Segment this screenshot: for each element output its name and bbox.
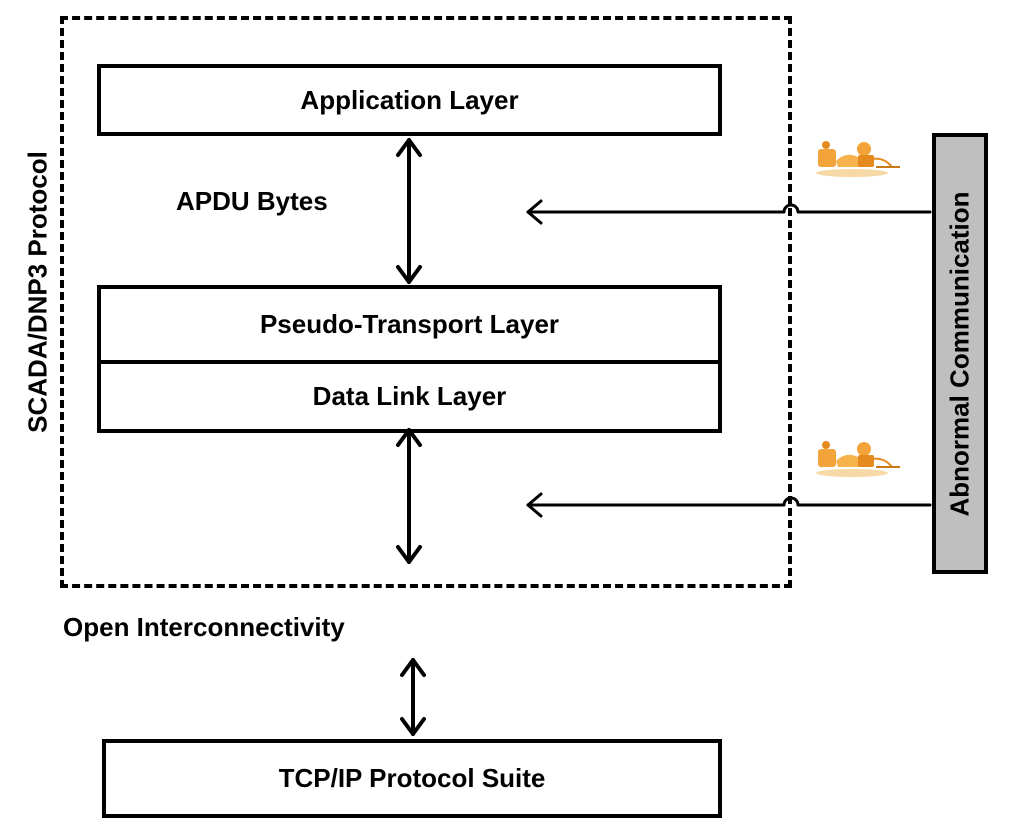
application-layer-label: Application Layer (300, 84, 519, 115)
scada-dnp3-boundary (60, 16, 792, 588)
data-link-layer-label: Data Link Layer (312, 381, 507, 411)
data-link-layer-box: Data Link Layer (101, 364, 718, 429)
double-arrow-app-transport (396, 138, 422, 284)
double-arrow-datalink-down (396, 428, 422, 564)
double-arrow-tcpip (400, 658, 426, 736)
attacker-icon (816, 441, 900, 477)
abnormal-arrow-top (526, 199, 932, 225)
abnormal-arrow-bottom (526, 492, 932, 518)
transport-datalink-group: Pseudo-Transport Layer Data Link Layer (97, 285, 722, 433)
open-interconnectivity-label: Open Interconnectivity (63, 612, 345, 642)
pseudo-transport-layer-box: Pseudo-Transport Layer (101, 289, 718, 364)
tcpip-suite-label: TCP/IP Protocol Suite (278, 763, 546, 793)
attacker-icon (816, 141, 900, 177)
tcpip-suite-box: TCP/IP Protocol Suite (102, 739, 722, 818)
abnormal-communication-box: Abnormal Communication (932, 133, 988, 574)
apdu-bytes-label: APDU Bytes (176, 186, 328, 216)
pseudo-transport-layer-label: Pseudo-Transport Layer (259, 309, 560, 339)
application-layer-box: Application Layer (97, 64, 722, 136)
